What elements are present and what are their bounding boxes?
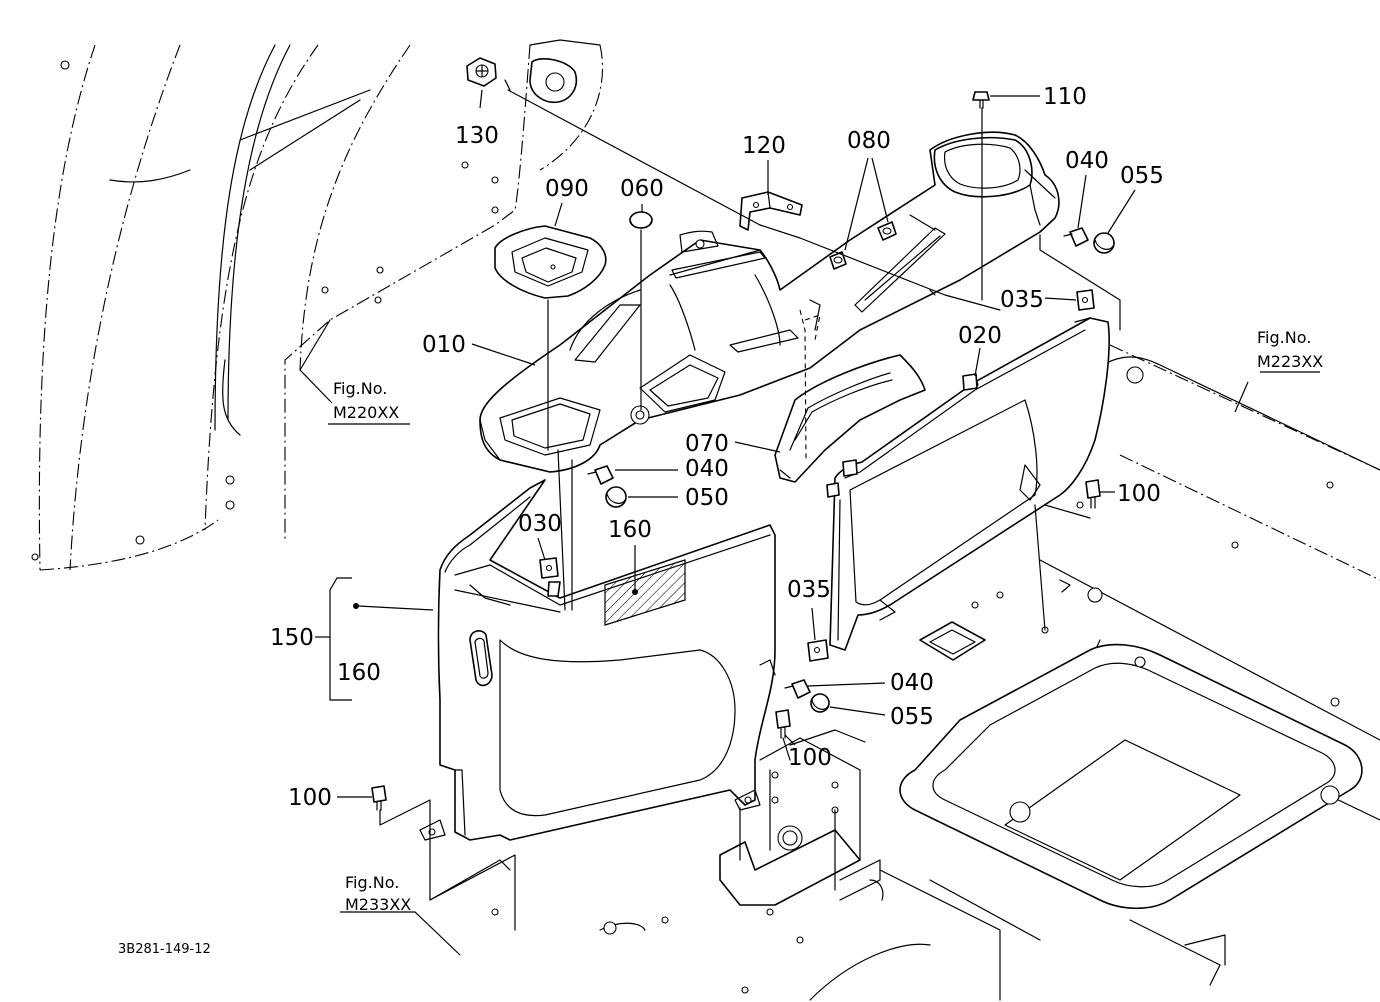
rear-trim-070: [774, 354, 926, 483]
callout-100-left: 100: [288, 785, 332, 811]
nut-040-top: [1063, 227, 1089, 247]
fastener-080-b: [829, 251, 847, 270]
figure-ref-bottom-line2: M233XX: [345, 895, 411, 914]
callout-055-low: 055: [890, 704, 934, 730]
figure-ref-left-line1: Fig.No.: [333, 379, 387, 398]
callout-040-mid: 040: [685, 456, 729, 482]
callout-020: 020: [958, 323, 1002, 349]
callout-130: 130: [455, 123, 499, 149]
document-id: 3B281-149-12: [118, 942, 211, 957]
right-side-panel-020: [829, 317, 1110, 651]
screw-130: [466, 57, 497, 87]
left-fender-outline: [31, 39, 604, 571]
callout-040-low: 040: [890, 670, 934, 696]
fastener-080-a: [877, 221, 897, 241]
figure-ref-left-line2: M220XX: [333, 403, 399, 422]
upper-console-010: [479, 131, 1060, 473]
callout-035-low: 035: [787, 577, 831, 603]
left-side-panel-030: [419, 479, 776, 841]
nut-040-low: [784, 679, 811, 699]
clip-030: [539, 557, 561, 597]
callout-labels: 130 110 120 080 040 055 090 060 010 035 …: [270, 84, 1164, 811]
clip-035-top: [1076, 289, 1095, 311]
callout-150: 150: [270, 625, 314, 651]
cupholder-insert-090: [494, 225, 607, 299]
mounting-brackets: [719, 737, 881, 916]
callout-090: 090: [545, 176, 589, 202]
cap-050: [605, 486, 627, 508]
callout-080: 080: [847, 128, 891, 154]
leader-lines: [299, 89, 1320, 956]
nut-040-mid: [587, 465, 614, 485]
figure-ref-right: Fig.No. M223XX: [1257, 328, 1323, 371]
figure-ref-left: Fig.No. M220XX: [333, 379, 399, 422]
callout-040-top: 040: [1065, 148, 1109, 174]
bracket-120: [739, 191, 803, 231]
figure-ref-bottom: Fig.No. M233XX: [345, 873, 411, 914]
bolt-100-mid: [775, 709, 791, 739]
grommet-060: [629, 211, 653, 229]
callout-010: 010: [422, 332, 466, 358]
figure-ref-bottom-line1: Fig.No.: [345, 873, 399, 892]
clip-035-low: [807, 639, 829, 662]
floor-deck-outline: [491, 344, 1380, 1001]
callout-070: 070: [685, 431, 729, 457]
bolt-100-left: [371, 785, 387, 811]
callout-160-bracket: 160: [337, 660, 381, 686]
decal-160: [604, 559, 686, 626]
bolt-110: [972, 91, 990, 109]
clip-020: [826, 373, 978, 498]
callout-160-label: 160: [608, 517, 652, 543]
callout-060: 060: [620, 176, 664, 202]
cap-055-top: [1093, 232, 1115, 254]
callout-120: 120: [742, 133, 786, 159]
callout-100-right: 100: [1117, 481, 1161, 507]
callout-110: 110: [1043, 84, 1087, 110]
figure-ref-right-line2: M223XX: [1257, 352, 1323, 371]
callout-100-mid: 100: [788, 745, 832, 771]
callout-050: 050: [685, 485, 729, 511]
bolt-100-right: [1085, 479, 1101, 509]
callout-030: 030: [518, 511, 562, 537]
assembly-lines: [299, 89, 1121, 931]
callout-055-top: 055: [1120, 163, 1164, 189]
callout-035-top: 035: [1000, 287, 1044, 313]
cap-055-low: [810, 693, 830, 713]
figure-ref-right-line1: Fig.No.: [1257, 328, 1311, 347]
